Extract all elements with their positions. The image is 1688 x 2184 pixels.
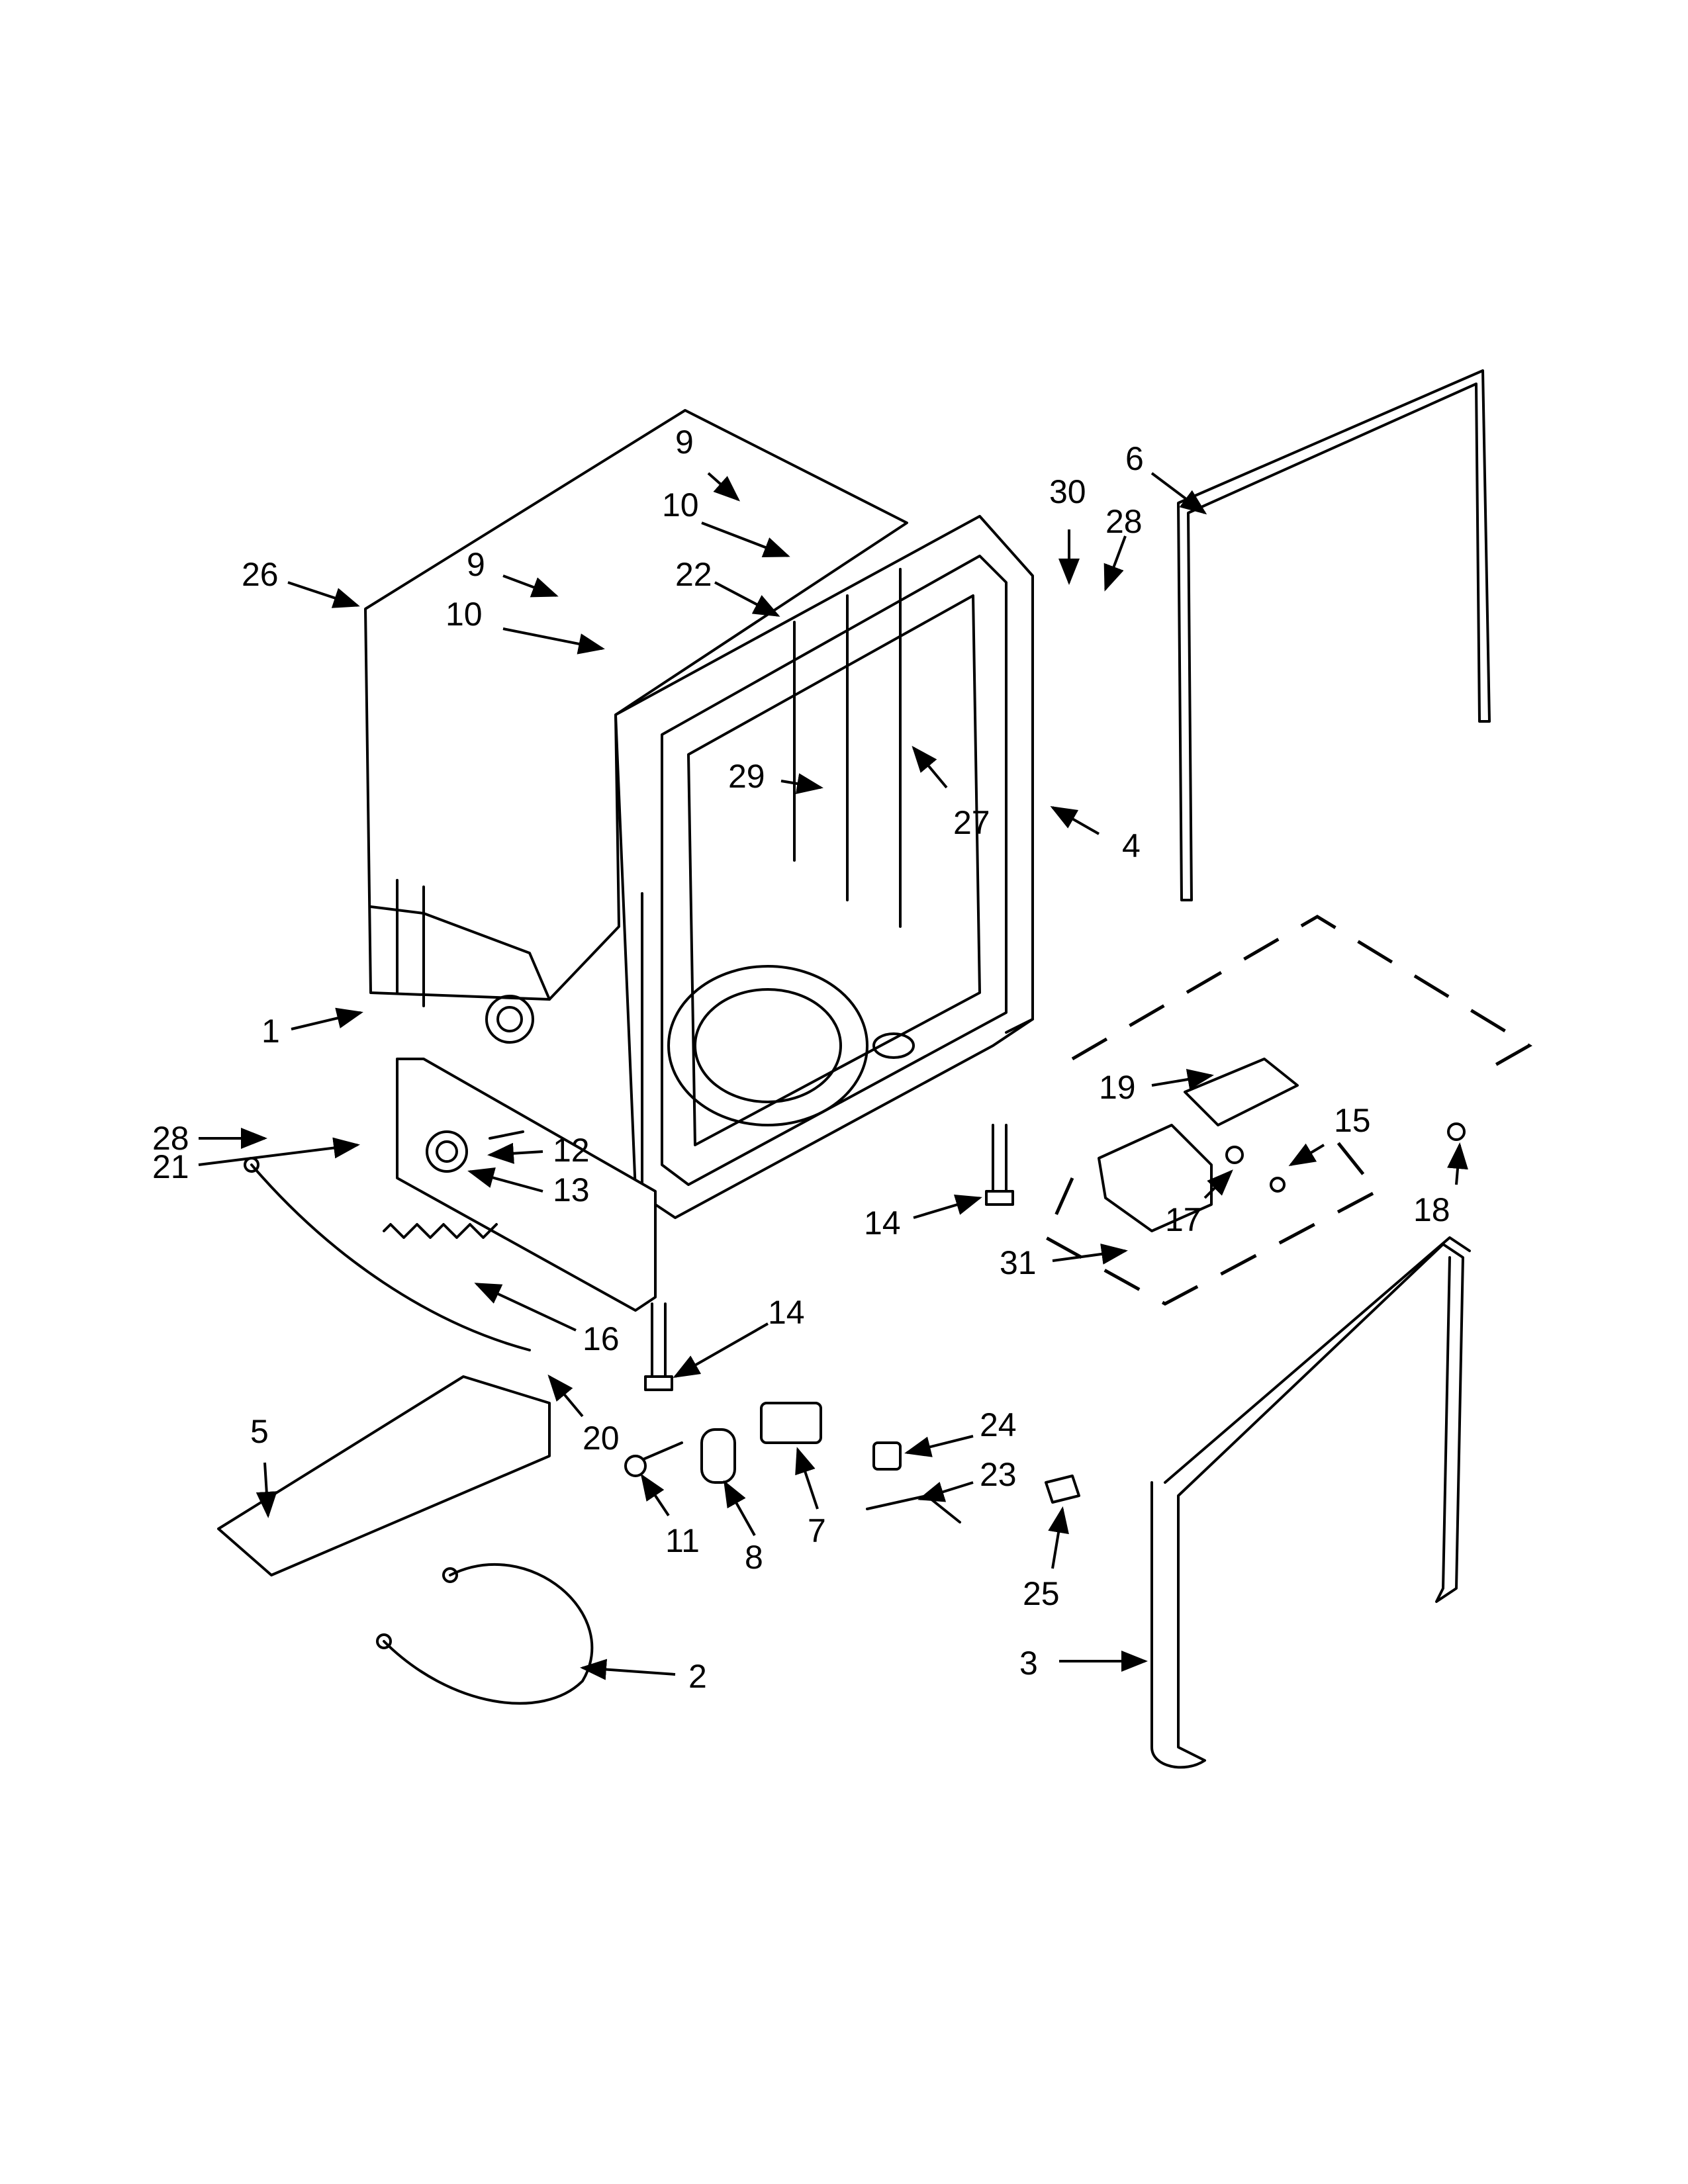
callout-8: 8	[745, 1539, 763, 1576]
callout-9a: 9	[675, 424, 694, 461]
callout-12: 12	[553, 1132, 590, 1169]
callout-29: 29	[728, 758, 765, 795]
callout-23: 23	[980, 1456, 1017, 1493]
callout-10a: 10	[662, 486, 699, 523]
hinge-bracket	[1098, 1058, 1466, 1232]
callout-21: 21	[152, 1148, 189, 1185]
callout-15: 15	[1334, 1102, 1371, 1139]
callout-4: 4	[1122, 827, 1141, 864]
callout-24: 24	[980, 1406, 1017, 1443]
callout-1: 1	[261, 1013, 280, 1050]
callout-16: 16	[583, 1320, 620, 1357]
callout-14a: 14	[864, 1205, 901, 1242]
callout-31: 31	[1000, 1244, 1037, 1281]
callout-2: 2	[688, 1658, 707, 1695]
callout-17: 17	[1165, 1201, 1202, 1238]
leader-lines	[198, 472, 1468, 1680]
callout-7: 7	[808, 1512, 826, 1549]
callout-19: 19	[1099, 1069, 1136, 1106]
callout-25: 25	[1023, 1575, 1060, 1612]
hose	[376, 1563, 594, 1705]
callout-27: 27	[953, 804, 990, 841]
leveling-leg	[644, 1302, 673, 1391]
callout-20: 20	[583, 1420, 620, 1457]
callout-18: 18	[1413, 1191, 1450, 1228]
callout-28b: 28	[152, 1120, 189, 1157]
door-seal-bottom-3	[1150, 1236, 1471, 1769]
callout-5: 5	[250, 1413, 269, 1450]
callout-13: 13	[553, 1171, 590, 1208]
toe-plate	[217, 1375, 551, 1576]
callout-3: 3	[1019, 1645, 1038, 1682]
leveling-leg-right	[985, 1124, 1014, 1206]
callout-28a: 28	[1105, 503, 1143, 540]
callout-14b: 14	[768, 1294, 805, 1331]
tub-insulation-blanket	[364, 409, 908, 1044]
callout-6: 6	[1125, 440, 1144, 477]
callout-10b: 10	[445, 596, 483, 633]
callout-labels: 26 9 10 9 10 22 30 28 6 29 27 4 1 28 12 …	[152, 424, 1450, 1695]
base-bracket	[396, 1058, 657, 1312]
callout-9b: 9	[467, 546, 485, 583]
callout-22: 22	[675, 556, 712, 593]
dashed-assembly-box	[1043, 915, 1532, 1306]
callout-30: 30	[1049, 473, 1086, 510]
callout-26: 26	[242, 556, 279, 593]
callout-11: 11	[665, 1522, 700, 1559]
small-parts	[624, 1402, 1080, 1524]
door-seal-top-6	[1177, 369, 1491, 901]
